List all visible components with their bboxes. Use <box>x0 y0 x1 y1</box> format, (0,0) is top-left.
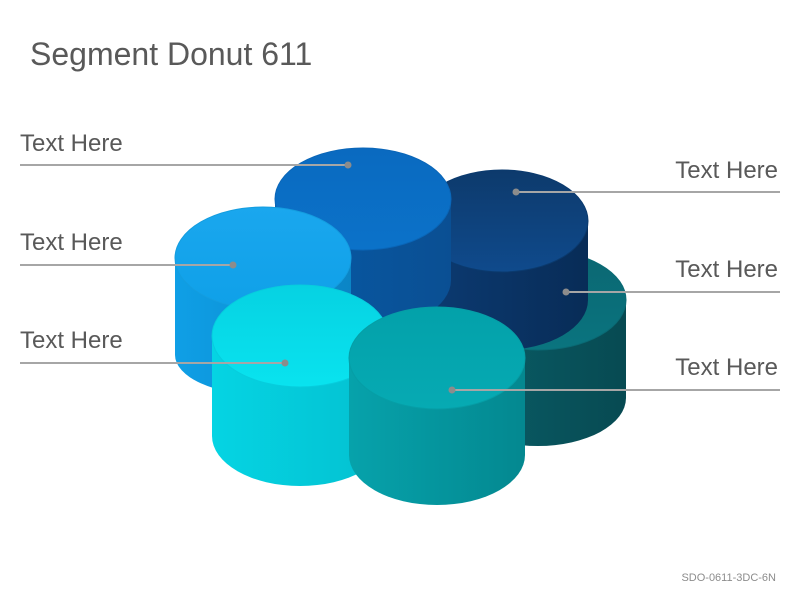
leader-dot-5 <box>281 359 289 367</box>
segment-teal <box>348 306 526 505</box>
label-middle-right: Text Here <box>675 256 778 283</box>
leader-dot-6 <box>448 386 456 394</box>
leader-lines <box>20 161 780 394</box>
leader-dot-3 <box>229 261 237 269</box>
label-bottom-right: Text Here <box>675 354 778 381</box>
leader-dot-2 <box>512 188 520 196</box>
label-middle-left: Text Here <box>20 229 123 256</box>
leader-dot-4 <box>562 288 570 296</box>
label-top-right: Text Here <box>675 157 778 184</box>
label-bottom-left: Text Here <box>20 327 123 354</box>
slide-code: SDO-0611-3DC-6N <box>681 572 776 584</box>
label-top-left: Text Here <box>20 130 123 157</box>
segment-cyan <box>211 284 389 486</box>
leader-dot-1 <box>344 161 352 169</box>
page-title: Segment Donut 611 <box>30 36 313 72</box>
